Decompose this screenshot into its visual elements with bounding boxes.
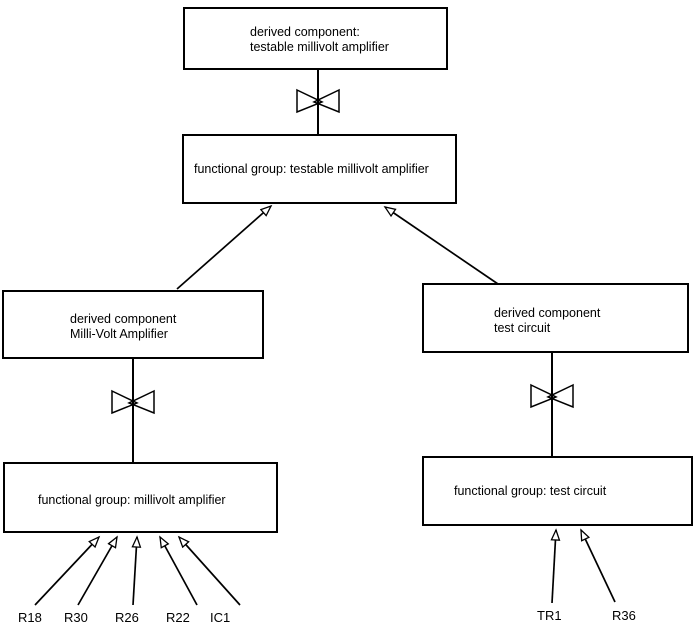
node-label-line1: derived component: xyxy=(250,25,360,39)
node-label: functional group: testable millivolt amp… xyxy=(194,162,429,176)
arrow-derived-mva-to-fg-testable xyxy=(176,204,273,290)
arrow-ic1-to-fg-mva xyxy=(177,535,241,606)
component-label-ic1: IC1 xyxy=(210,610,231,625)
arrow-r18-to-fg-mva xyxy=(34,535,101,606)
node-functional-group-testable-millivolt-amplifier: functional group: testable millivolt amp… xyxy=(182,134,457,204)
arrow-tr1-to-fg-tc xyxy=(550,528,561,604)
node-label-line2: Milli-Volt Amplifier xyxy=(70,327,168,341)
node-label-line2: test circuit xyxy=(494,321,551,335)
component-label-r18: R18 xyxy=(18,610,42,625)
node-functional-group-test-circuit: functional group: test circuit xyxy=(422,456,693,526)
node-label-line1: derived component xyxy=(494,306,601,320)
component-label-r26: R26 xyxy=(115,610,139,625)
arrow-r36-to-fg-tc xyxy=(580,528,616,603)
arrow-r22-to-fg-mva xyxy=(159,535,198,606)
arrow-r26-to-fg-mva xyxy=(131,535,142,606)
bowtie-icon-left xyxy=(111,389,155,415)
node-functional-group-millivolt-amplifier: functional group: millivolt amplifier xyxy=(3,462,278,533)
node-derived-component-test-circuit: derived component test circuit xyxy=(422,283,689,353)
component-label-r30: R30 xyxy=(64,610,88,625)
node-label-line2: testable millivolt amplifier xyxy=(250,40,389,54)
component-label-r22: R22 xyxy=(166,610,190,625)
bowtie-icon-right xyxy=(530,383,574,409)
component-label-r36: R36 xyxy=(612,608,636,623)
arrow-derived-tc-to-fg-testable xyxy=(383,206,499,285)
node-label: functional group: test circuit xyxy=(454,484,607,498)
bowtie-icon-top xyxy=(296,88,340,114)
node-derived-component-milli-volt-amplifier: derived component Milli-Volt Amplifier xyxy=(2,290,264,359)
component-label-tr1: TR1 xyxy=(537,608,562,623)
node-label: functional group: millivolt amplifier xyxy=(38,493,226,507)
arrow-r30-to-fg-mva xyxy=(77,535,118,606)
node-label-line1: derived component xyxy=(70,312,177,326)
node-derived-component-testable-millivolt-amplifier: derived component: testable millivolt am… xyxy=(183,7,448,70)
